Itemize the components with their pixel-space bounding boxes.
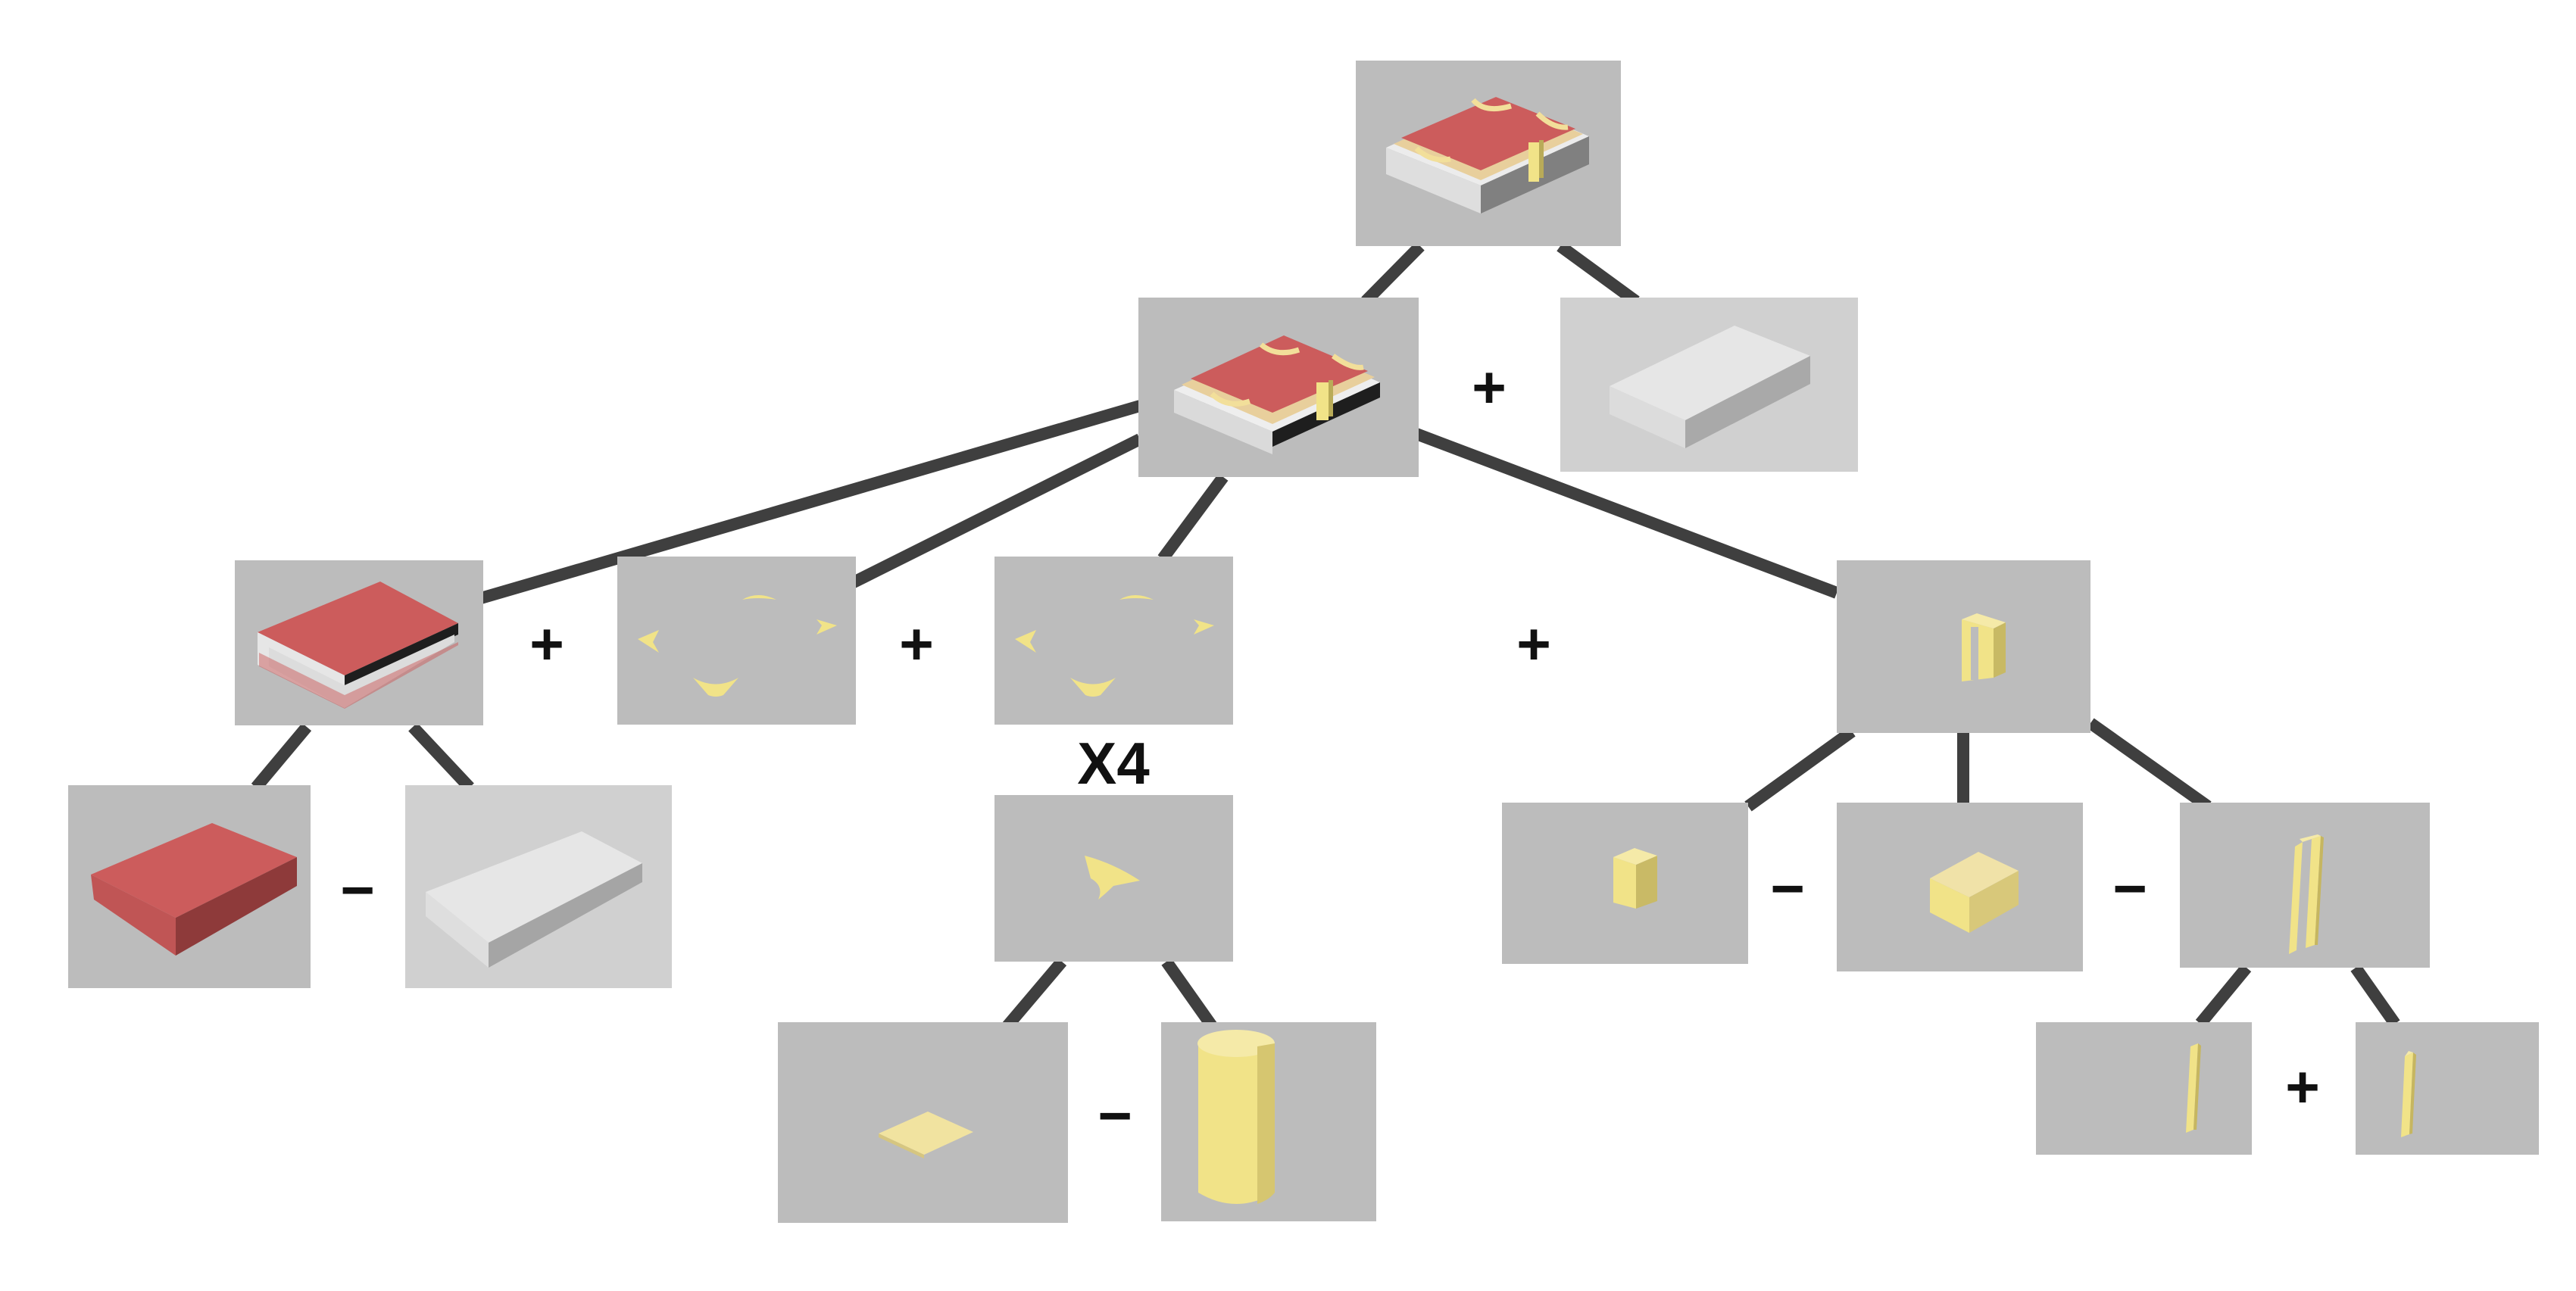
op-plus-cover: + bbox=[529, 610, 564, 677]
slab-render bbox=[426, 831, 642, 968]
node-single-corner bbox=[994, 795, 1233, 962]
thinbar-a-render bbox=[2186, 1043, 2201, 1133]
barpair-render bbox=[2289, 834, 2324, 954]
op-plus-bars: + bbox=[2285, 1053, 2320, 1120]
tree-edges bbox=[251, 241, 2400, 1031]
node-small-block bbox=[1502, 803, 1748, 964]
cylinder-render bbox=[1197, 1030, 1275, 1204]
op-minus-wideblock: − bbox=[2112, 855, 2147, 921]
node-root bbox=[1356, 61, 1621, 246]
node-white-slab bbox=[405, 785, 672, 988]
node-thin-bar-b bbox=[2356, 1022, 2539, 1155]
node-cover-with-cavity bbox=[235, 560, 483, 725]
edge-book-to-cover bbox=[479, 400, 1142, 604]
edge-corner-to-diamond bbox=[1002, 957, 1067, 1031]
edge-book-to-corners-a bbox=[849, 433, 1143, 589]
op-minus-redbox: − bbox=[340, 856, 375, 923]
edge-cover-to-slab bbox=[408, 722, 474, 792]
edge-cover-to-redbox bbox=[251, 722, 312, 792]
diamond-render bbox=[879, 1112, 973, 1158]
repeat-label: X4 bbox=[1077, 730, 1149, 797]
node-panel bbox=[994, 557, 1233, 725]
node-wide-block bbox=[1837, 803, 2083, 971]
cover-render bbox=[258, 582, 458, 709]
book-fittings-render bbox=[1174, 335, 1380, 454]
edge-root-to-book bbox=[1361, 242, 1425, 306]
node-bar-pair bbox=[2180, 803, 2430, 968]
node-red-box bbox=[68, 785, 311, 988]
node-corner-pieces-b bbox=[994, 557, 1233, 725]
edge-book-to-clasp bbox=[1414, 428, 1839, 599]
wideblock-render bbox=[1930, 852, 2019, 933]
node-cylinder bbox=[1161, 1022, 1376, 1221]
node-clasp bbox=[1837, 560, 2090, 733]
op-minus-smallblock: − bbox=[1770, 855, 1805, 921]
node-thin-bar-a bbox=[2036, 1022, 2252, 1155]
node-panel bbox=[2356, 1022, 2539, 1155]
thinbar-b-render bbox=[2401, 1051, 2416, 1137]
smallblock-render bbox=[1613, 848, 1657, 909]
edge-book-to-corners-b bbox=[1157, 473, 1229, 563]
node-corner-pieces-a bbox=[617, 557, 856, 725]
edge-root-to-pages bbox=[1557, 241, 1640, 307]
node-flat-diamond bbox=[778, 1022, 1068, 1223]
edge-corner-to-cylinder bbox=[1161, 958, 1217, 1030]
op-minus-diamond: − bbox=[1098, 1082, 1132, 1149]
op-plus-root: + bbox=[1472, 354, 1507, 420]
node-panel bbox=[2180, 803, 2430, 968]
redbox-render bbox=[91, 823, 297, 956]
single-corner-render bbox=[1085, 856, 1140, 900]
op-plus-clasp: + bbox=[1516, 610, 1551, 677]
pages-render bbox=[1610, 326, 1810, 448]
edge-clasp-to-smallblock bbox=[1744, 726, 1856, 812]
node-panel bbox=[2036, 1022, 2252, 1155]
edge-barpair-to-bar-b bbox=[2350, 964, 2400, 1027]
node-book-assembled bbox=[1138, 298, 1419, 477]
book-model-render bbox=[1386, 97, 1589, 214]
op-plus-corners: + bbox=[899, 610, 934, 677]
clasp-render bbox=[1962, 613, 2006, 681]
node-pages-block bbox=[1560, 298, 1858, 472]
edge-clasp-to-barpair bbox=[2087, 718, 2212, 812]
corners-render-b bbox=[1015, 595, 1214, 697]
node-panel bbox=[617, 557, 856, 725]
edge-barpair-to-bar-a bbox=[2195, 963, 2252, 1028]
corners-render-a bbox=[638, 595, 837, 697]
